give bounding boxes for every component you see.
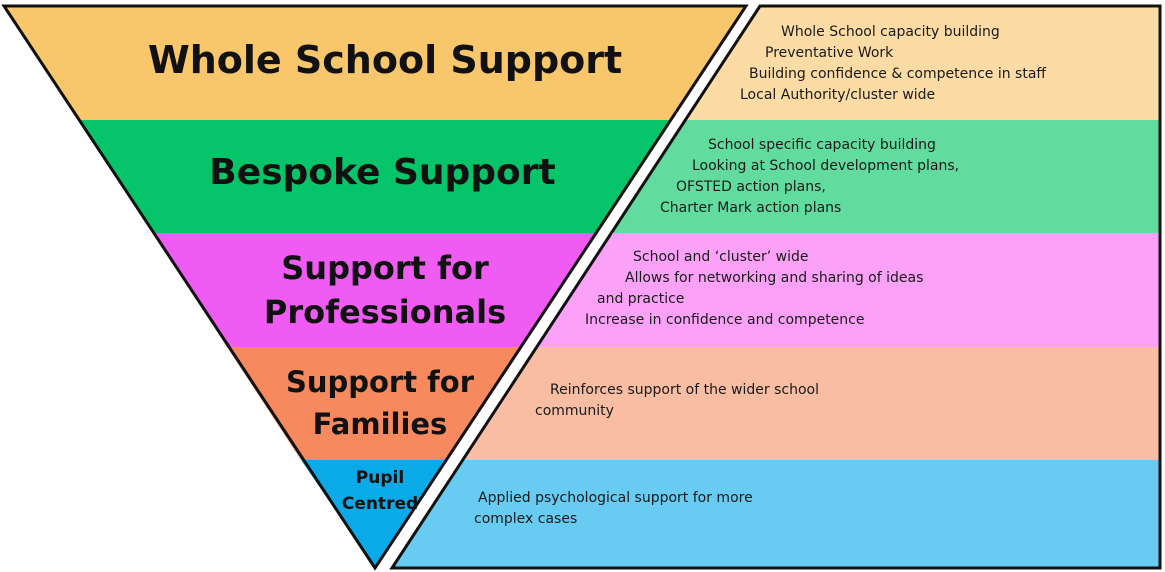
tier-description-pupil: Applied psychological support for more c… [474, 490, 753, 527]
tier-label-professionals: Support for Professionals [263, 249, 507, 331]
tier-description-professionals: School and ‘cluster’ wide Allows for net… [585, 249, 924, 328]
tier-pupil-band [301, 460, 447, 568]
tier-description-families: Reinforces support of the wider school c… [535, 382, 819, 419]
description-outline [389, 4, 1162, 570]
tier-families-band [227, 347, 522, 460]
tier-label-bespoke: Bespoke Support [209, 152, 556, 193]
desc-bespoke-band [612, 120, 1160, 233]
tier-description-whole-school: Whole School capacity building Preventat… [740, 24, 1047, 103]
tier-whole-school-band [4, 6, 746, 120]
tier-label-families: Support for Families [285, 365, 475, 441]
tier-professionals-band [153, 233, 597, 347]
desc-whole-school-band [686, 6, 1160, 120]
tier-label-whole-school: Whole School Support [147, 38, 623, 82]
desc-professionals-band [537, 233, 1160, 347]
tier-label-pupil: Pupil Centred [341, 468, 419, 514]
pyramid-outline [1, 4, 749, 571]
tier-bespoke-band [80, 120, 671, 233]
desc-families-band [462, 347, 1160, 460]
desc-pupil-band [392, 460, 1160, 568]
tier-description-bespoke: School specific capacity building Lookin… [660, 137, 960, 216]
